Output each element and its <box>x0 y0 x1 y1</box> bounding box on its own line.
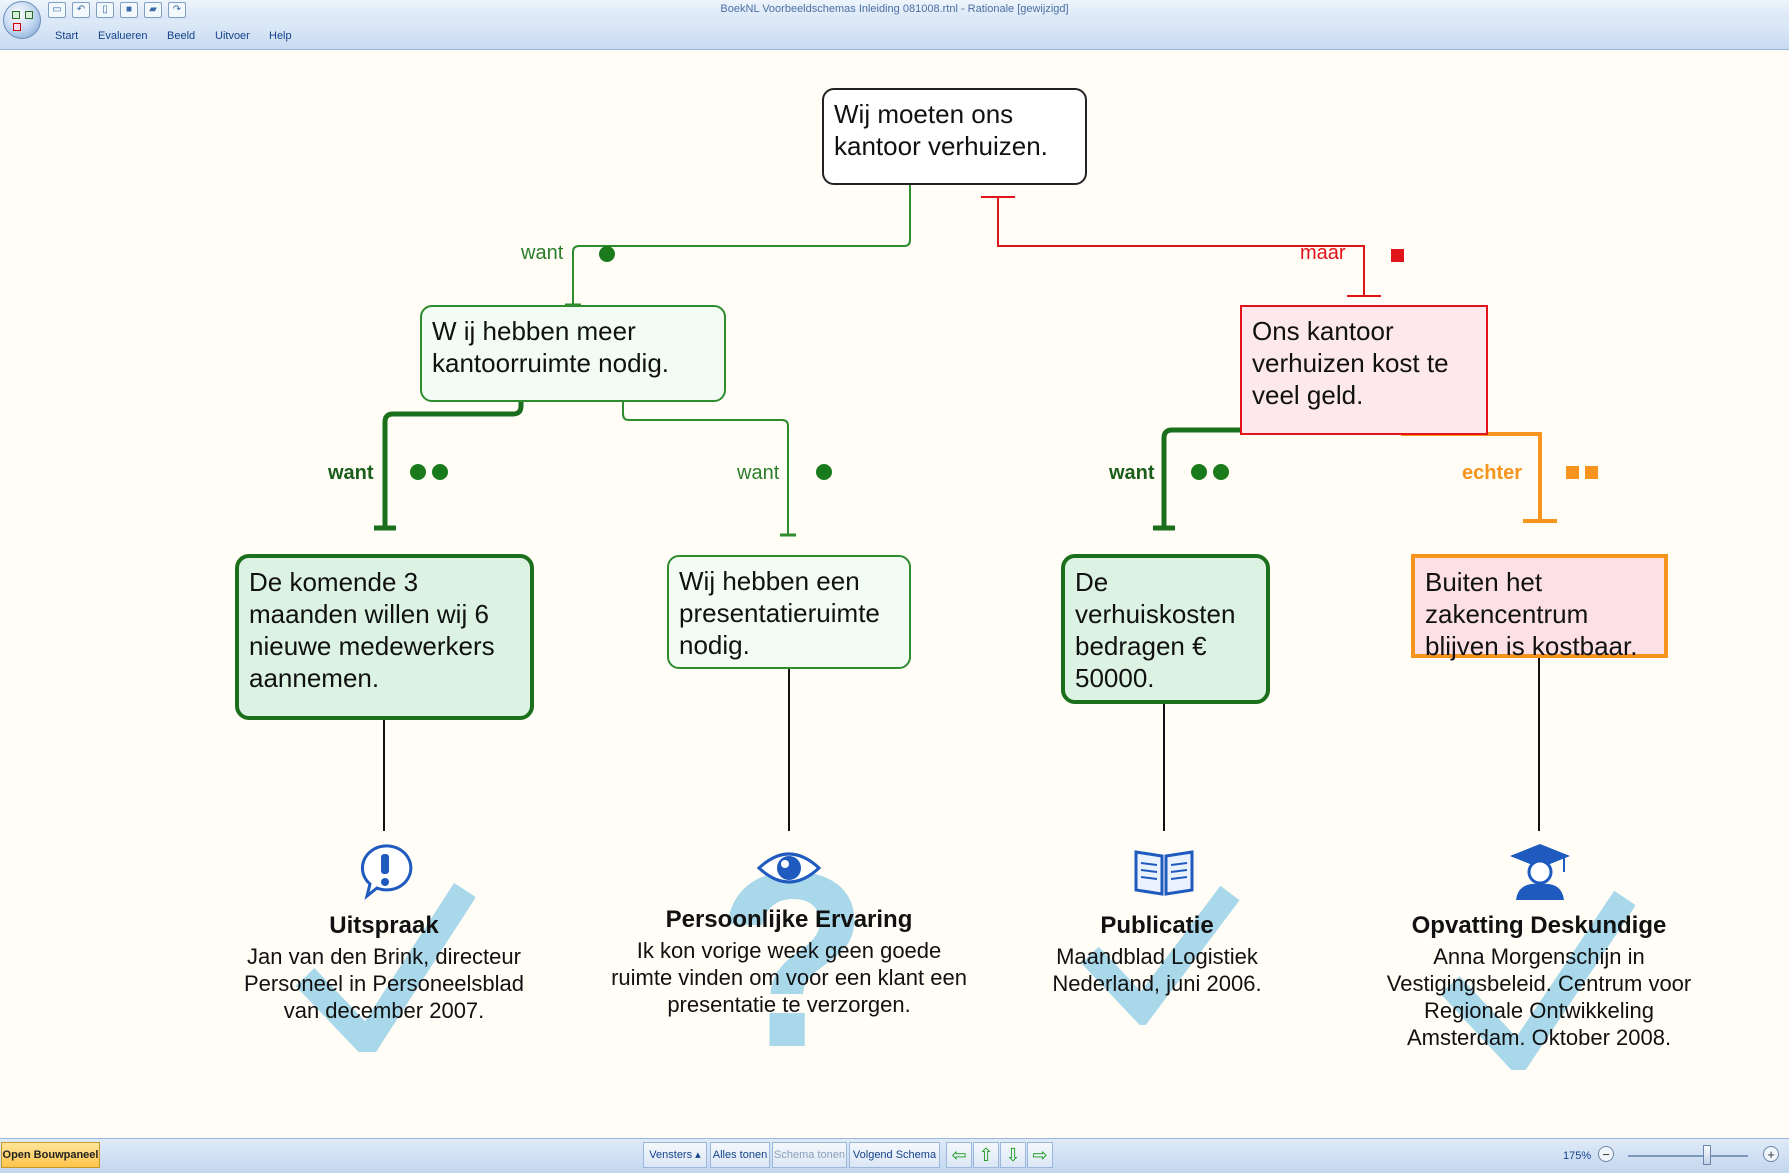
support-link <box>572 174 911 305</box>
support-link <box>622 354 789 535</box>
reason-box[interactable]: De komende 3 maanden willen wij 6 nieuwe… <box>235 554 534 720</box>
menu-help[interactable]: Help <box>269 30 292 42</box>
strength-dot <box>599 246 615 262</box>
reason-box[interactable]: Wij hebben een presentatieruimte nodig. <box>667 555 911 669</box>
connector-maar: maar <box>1300 242 1346 264</box>
windows-button[interactable]: Vensters ▴ <box>643 1142 707 1168</box>
app-logo-icon <box>12 11 20 19</box>
connector-want: want <box>1109 462 1155 484</box>
zoom-in-icon[interactable]: + <box>1763 1146 1779 1162</box>
redo-icon[interactable]: ↷ <box>168 2 186 18</box>
strength-dot <box>432 464 448 480</box>
strength-dot <box>1213 464 1229 480</box>
open-folder-icon[interactable]: ▰ <box>144 2 162 18</box>
reason-text: Wij hebben een presentatieruimte nodig. <box>679 566 880 660</box>
check-mark <box>295 882 475 1052</box>
quick-access-toolbar: ▭ ↶ ▯ ■ ▰ ↷ <box>48 2 186 18</box>
app-menu-button[interactable] <box>3 1 41 39</box>
zoom-out-icon[interactable]: − <box>1598 1146 1614 1162</box>
connector-want: want <box>521 242 564 264</box>
connector-want: want <box>328 462 374 484</box>
objection-text: Ons kantoor verhuizen kost te veel geld. <box>1252 316 1449 410</box>
status-bar: Open Bouwpaneel Vensters ▴ Alles tonen S… <box>0 1138 1789 1173</box>
check-mark <box>1081 885 1240 1025</box>
windows-label: Vensters <box>649 1149 693 1161</box>
save-icon[interactable]: ■ <box>120 2 138 18</box>
zoom-level: 175% <box>1563 1150 1592 1162</box>
strength-dot <box>816 464 832 480</box>
claim-text: Wij moeten ons kantoor verhuizen. <box>834 99 1048 161</box>
arrow-left-icon[interactable]: ⇦ <box>946 1142 972 1168</box>
book-icon <box>1134 850 1194 896</box>
source-title: Persoonlijke Ervaring <box>665 906 913 933</box>
exclamation-icon <box>360 844 413 900</box>
check-mark <box>1440 890 1635 1070</box>
app-logo-icon <box>25 11 33 19</box>
strength-square <box>1585 466 1598 479</box>
menu-beeld[interactable]: Beeld <box>167 30 196 42</box>
image-icon[interactable]: ▭ <box>48 2 66 18</box>
support-link-strong <box>382 354 524 528</box>
source-text: Ik kon vorige week geen goede ruimte vin… <box>611 938 967 1017</box>
connector-want: want <box>737 462 780 484</box>
chevron-up-icon: ▴ <box>695 1149 701 1161</box>
menu-start[interactable]: Start <box>55 30 79 42</box>
connector-echter: echter <box>1462 462 1523 484</box>
reason-text: De komende 3 maanden willen wij 6 nieuwe… <box>249 567 495 693</box>
undo-icon[interactable]: ↶ <box>72 2 90 18</box>
source-title: Opvatting Deskundige <box>1411 912 1667 939</box>
menu-uitvoer[interactable]: Uitvoer <box>215 30 250 42</box>
objection-link <box>997 197 1365 296</box>
argument-map-canvas[interactable]: ? Wij moeten ons kantoor verhuizen. want… <box>0 50 1789 1138</box>
reason-box[interactable]: W ij hebben meer kantoorruimte nodig. <box>420 305 726 402</box>
strength-dot <box>1191 464 1207 480</box>
app-logo-icon <box>13 23 21 31</box>
title-bar: ▭ ↶ ▯ ■ ▰ ↷ BoekNL Voorbeeldschemas Inle… <box>0 0 1789 39</box>
new-file-icon[interactable]: ▯ <box>96 2 114 18</box>
eye-icon <box>756 852 822 884</box>
next-schema-button[interactable]: Volgend Schema <box>849 1142 940 1168</box>
zoom-slider-thumb[interactable] <box>1703 1145 1711 1165</box>
source-title: Uitspraak <box>329 912 439 939</box>
objection-box[interactable]: Ons kantoor verhuizen kost te veel geld. <box>1240 305 1488 435</box>
open-panel-button[interactable]: Open Bouwpaneel <box>1 1142 100 1168</box>
strength-dot <box>410 464 426 480</box>
reason-box[interactable]: De verhuiskosten bedragen € 50000. <box>1061 554 1270 704</box>
arrow-down-icon[interactable]: ⇩ <box>1000 1142 1026 1168</box>
reason-text: W ij hebben meer kantoorruimte nodig. <box>432 316 670 378</box>
menu-bar: Start Evalueren Beeld Uitvoer Help <box>0 20 1789 50</box>
rebuttal-box[interactable]: Buiten het zakencentrum blijven is kostb… <box>1411 554 1668 661</box>
rebuttal-text: Buiten het zakencentrum blijven is kostb… <box>1425 567 1638 661</box>
source-text: Maandblad Logistiek Nederland, juni 2006… <box>1052 944 1262 996</box>
arrow-right-icon[interactable]: ⇨ <box>1027 1142 1053 1168</box>
strength-square <box>1566 466 1579 479</box>
source-text: Jan van den Brink, directeur Personeel i… <box>243 944 525 1023</box>
show-schema-button[interactable]: Schema tonen <box>772 1142 847 1168</box>
graduate-icon <box>1510 844 1570 900</box>
reason-text: De verhuiskosten bedragen € 50000. <box>1075 567 1236 693</box>
zoom-slider[interactable] <box>1628 1155 1748 1157</box>
menu-evalueren[interactable]: Evalueren <box>98 30 148 42</box>
source-text: Anna Morgenschijn in Vestigingsbeleid. C… <box>1386 944 1692 1050</box>
strength-square <box>1391 249 1404 262</box>
main-claim[interactable]: Wij moeten ons kantoor verhuizen. <box>822 88 1087 185</box>
source-title: Publicatie <box>1100 912 1214 939</box>
show-all-button[interactable]: Alles tonen <box>710 1142 770 1168</box>
window-title: BoekNL Voorbeeldschemas Inleiding 081008… <box>720 3 1069 15</box>
arrow-up-icon[interactable]: ⇧ <box>973 1142 999 1168</box>
